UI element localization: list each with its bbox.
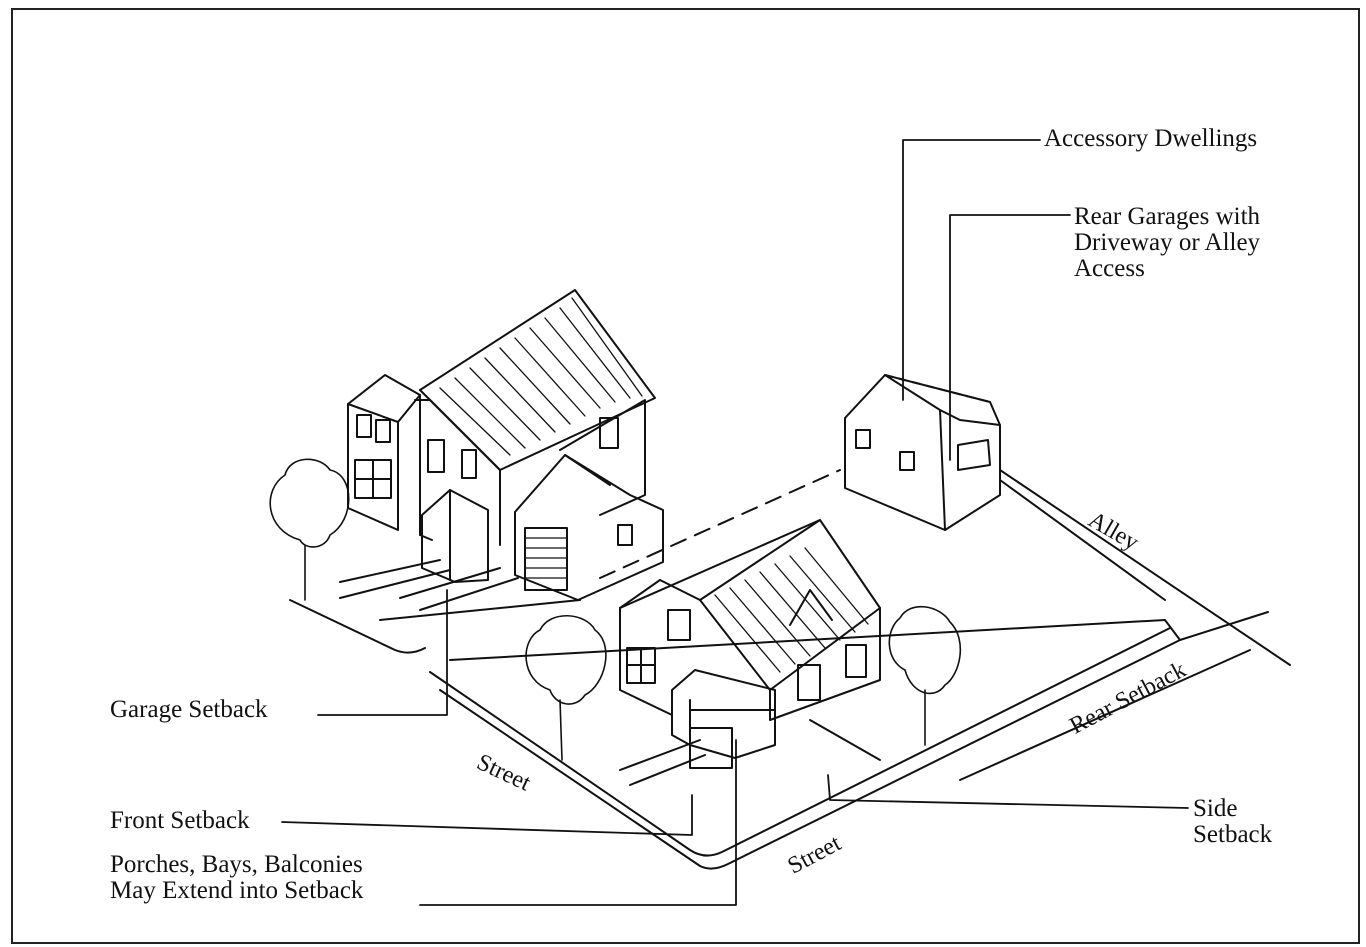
- street-edges: [290, 470, 1290, 869]
- accessory-dwelling: [845, 375, 1000, 530]
- lot-line-dashed: [600, 470, 840, 578]
- label-garage-setback: Garage Setback: [110, 697, 268, 723]
- label-accessory-dwellings: Accessory Dwellings: [1044, 126, 1257, 152]
- label-rear-garages: Rear Garages with Driveway or Alley Acce…: [1074, 204, 1260, 282]
- label-porches-bays: Porches, Bays, Balconies May Extend into…: [110, 852, 363, 904]
- main-house-left: [348, 290, 663, 600]
- label-front-setback: Front Setback: [110, 808, 250, 834]
- label-side-setback: Side Setback: [1193, 796, 1272, 848]
- leader-lines: [282, 140, 1188, 905]
